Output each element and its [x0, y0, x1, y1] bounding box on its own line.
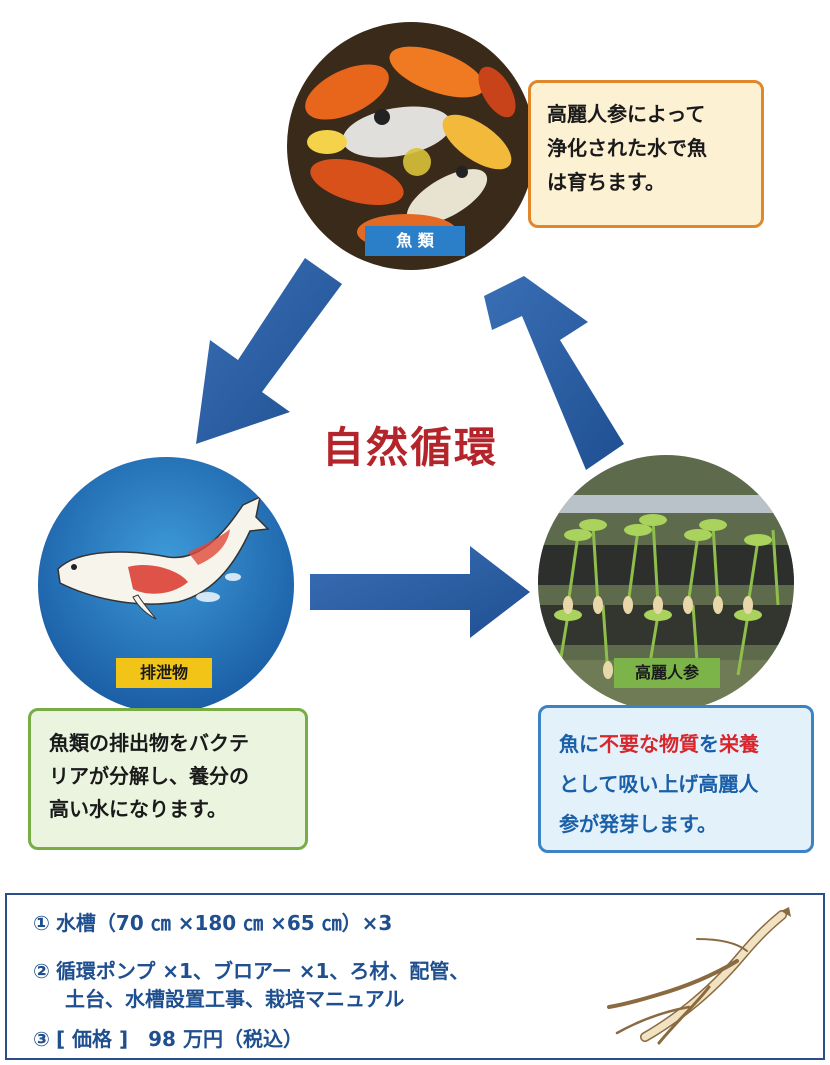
ginseng-description-box: 魚に不要な物質を栄養 として吸い上げ高麗人 参が発芽します。 [538, 705, 814, 853]
spec-item-3: ③[ 価格 ] 98 万円（税込） [33, 1025, 303, 1053]
ginseng-text-part: を [699, 732, 719, 756]
fish-label: 魚 類 [365, 226, 465, 256]
waste-description-line: リアが分解し、養分の [49, 764, 249, 788]
fish-description-line: 浄化された水で魚 [547, 136, 707, 160]
fish-description-line: は育ちます。 [547, 170, 665, 194]
ginseng-photo [538, 455, 794, 711]
waste-label: 排泄物 [116, 658, 212, 688]
fish-description-box: 高麗人参によって 浄化された水で魚 は育ちます。 [528, 80, 764, 228]
ginseng-label: 高麗人参 [614, 658, 720, 688]
ginseng-root-illustration [607, 907, 791, 1045]
arrow-fish-to-waste [196, 258, 342, 444]
spec-text: 循環ポンプ ×1、ブロアー ×1、ろ材、配管、 [55, 959, 470, 983]
waste-description-box: 魚類の排出物をバクテ リアが分解し、養分の 高い水になります。 [28, 708, 308, 850]
arrow-ginseng-to-fish [484, 276, 624, 470]
waste-description-line: 高い水になります。 [49, 797, 227, 821]
ginseng-text-highlight: 不要な物質 [599, 732, 699, 756]
spec-number: ③ [33, 1027, 50, 1051]
arrow-waste-to-ginseng [310, 546, 530, 638]
spec-item-2-continued: 土台、水槽設置工事、栽培マニュアル [65, 987, 405, 1011]
spec-number: ① [33, 911, 50, 935]
ginseng-text-highlight: 栄養 [719, 732, 759, 756]
ginseng-sprouts-image [538, 455, 794, 711]
ginseng-description-line-2: として吸い上げ高麗人 [559, 772, 759, 796]
waste-description-line: 魚類の排出物をバクテ [49, 731, 249, 755]
ginseng-description-line-1: 魚に不要な物質を栄養 [559, 724, 793, 764]
spec-number: ② [33, 959, 50, 983]
ginseng-description-line-3: 参が発芽します。 [559, 812, 717, 836]
spec-text: 水槽（70 ㎝ ×180 ㎝ ×65 ㎝）×3 [55, 911, 393, 935]
ginseng-text-part: 魚に [559, 732, 599, 756]
fish-description-line: 高麗人参によって [547, 102, 706, 126]
spec-text: [ 価格 ] 98 万円（税込） [55, 1027, 303, 1051]
cycle-arrows [196, 258, 624, 638]
cycle-title: 自然循環 [322, 423, 499, 472]
